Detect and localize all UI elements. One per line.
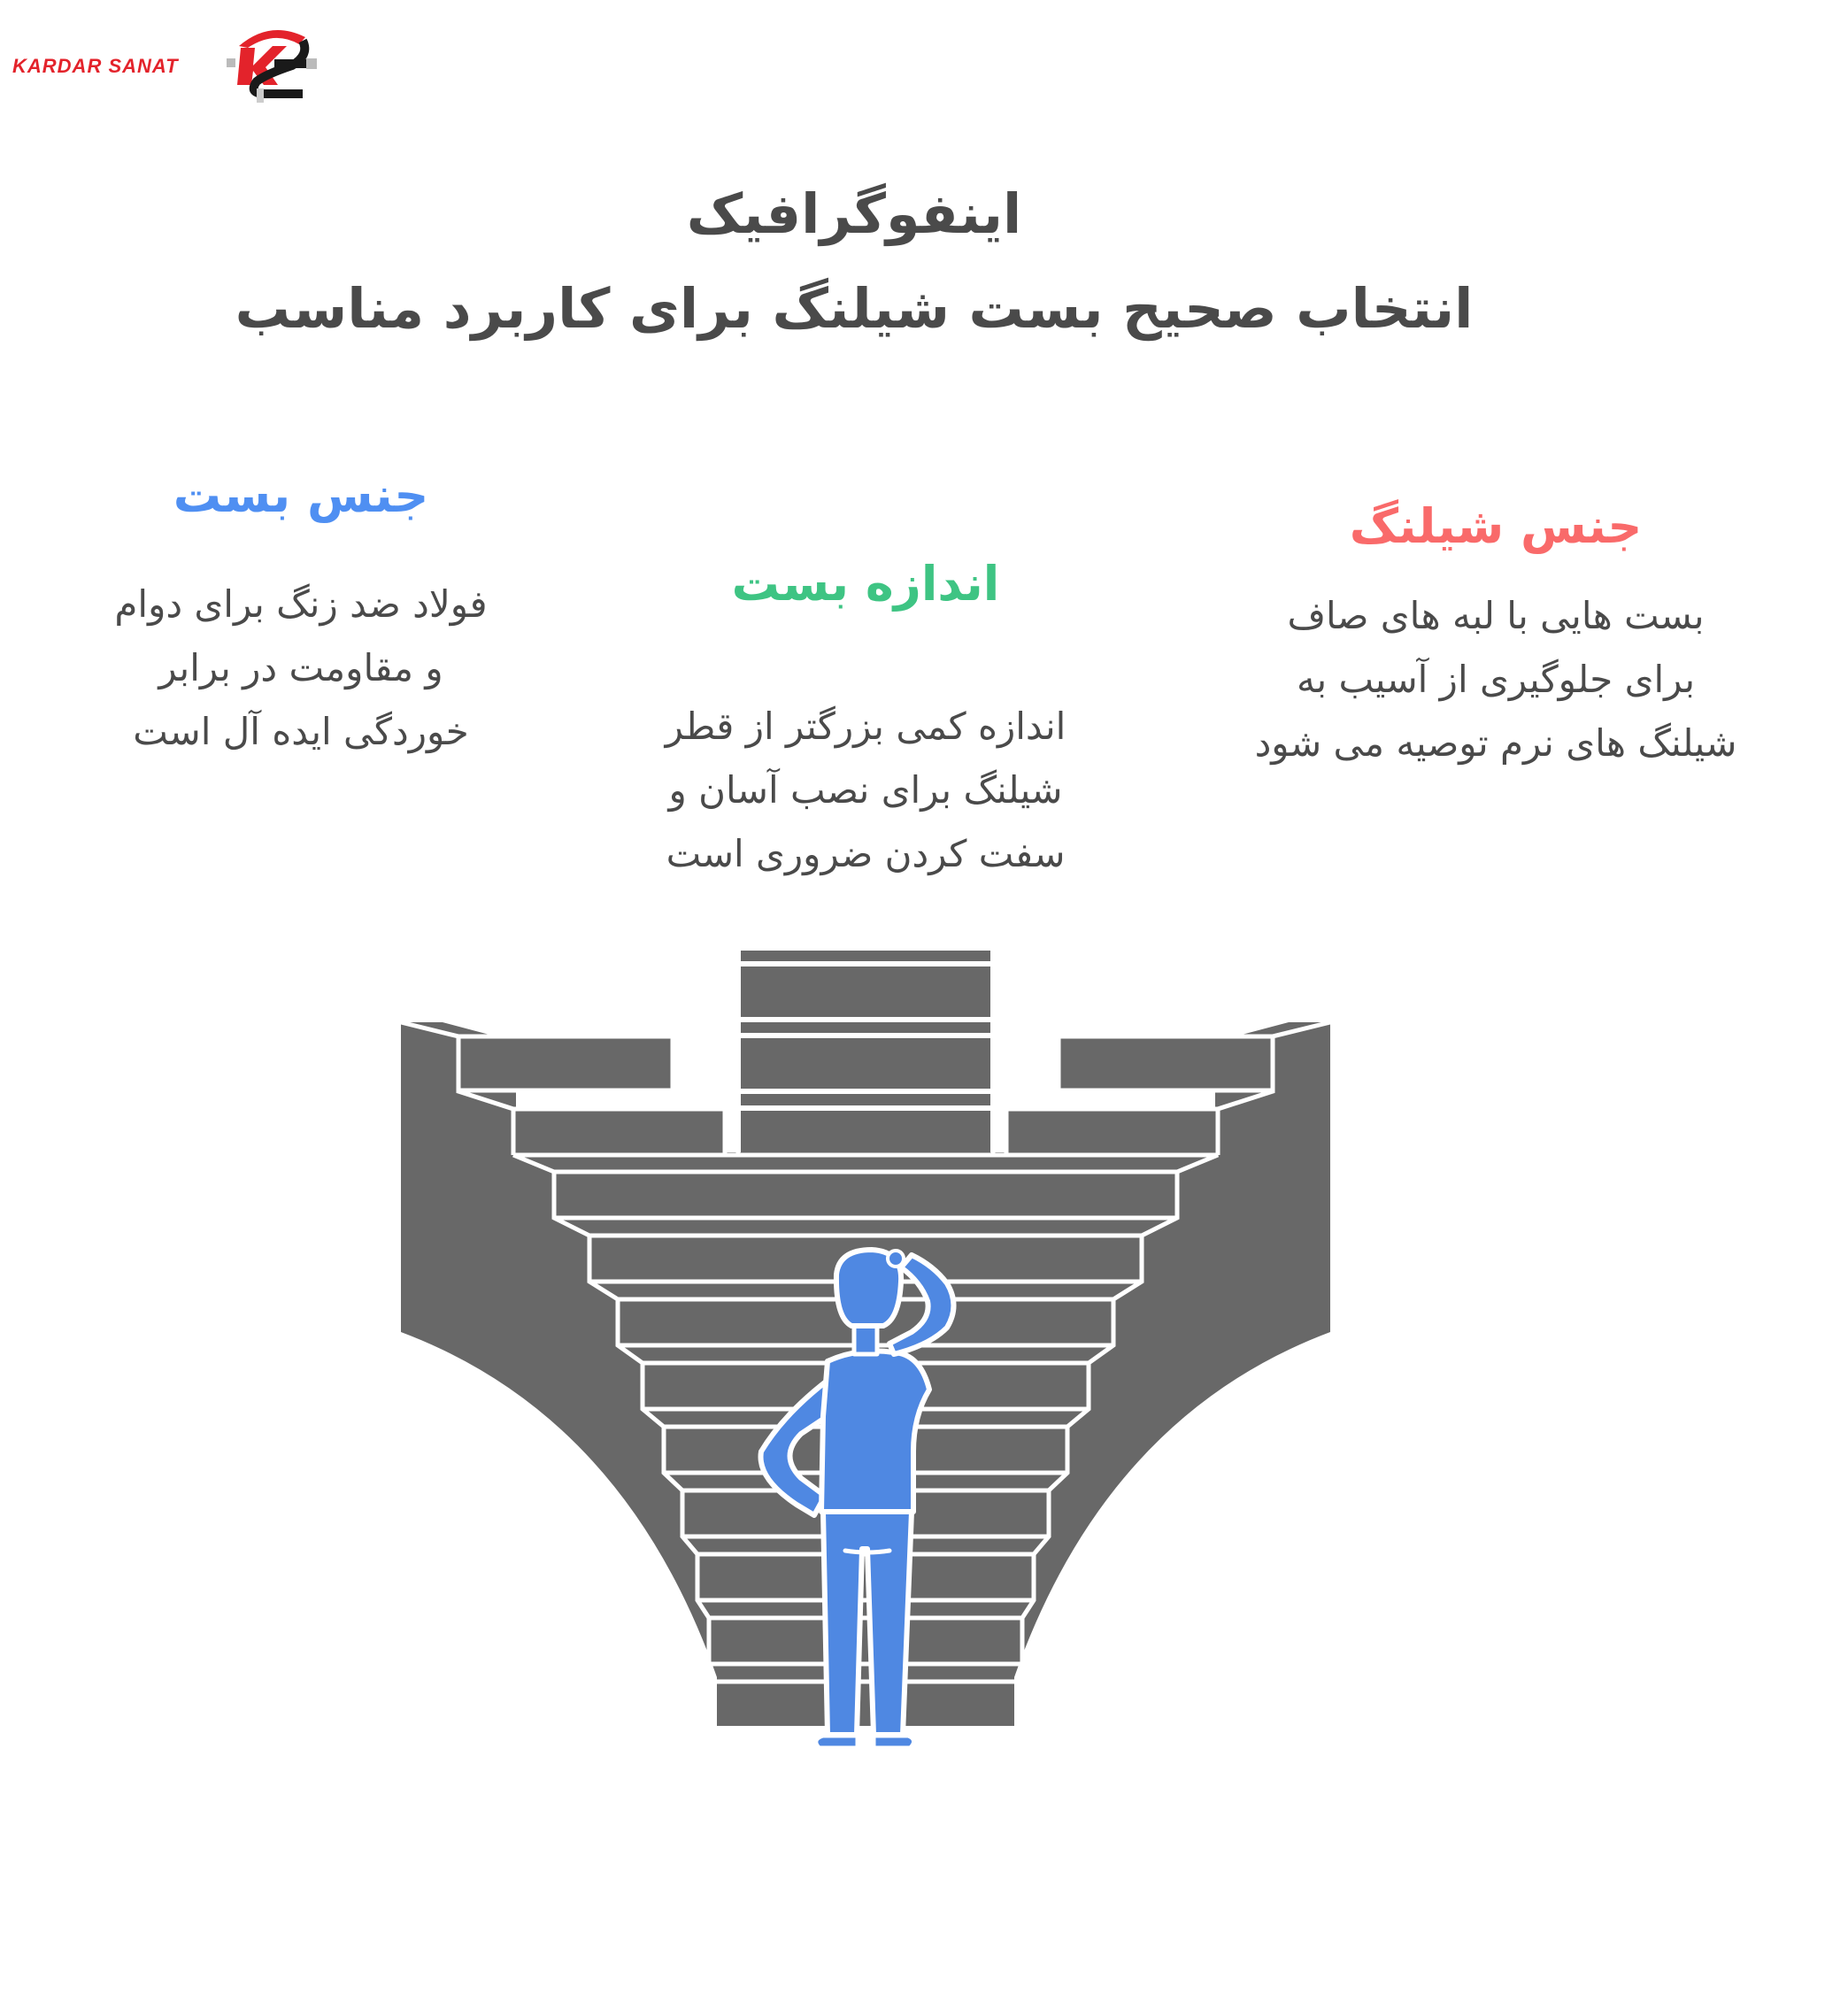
page-title-line2: انتخاب صحیح بست شیلنگ برای کاربرد مناسب <box>235 276 1474 341</box>
body-line: سفت کردن ضروری است <box>666 832 1066 875</box>
column-body: اندازه کمی بزرگتر از قطر شیلنگ برای نصب … <box>620 695 1112 886</box>
ks-logo-icon <box>227 30 317 103</box>
brand-name: KARDAR SANAT <box>12 55 179 77</box>
column-heading: جنس بست <box>173 467 429 523</box>
column-body: فولاد ضد زنگ برای دوام و مقاومت در برابر… <box>53 573 549 764</box>
person-legs <box>820 1509 914 1737</box>
column-clamp-size: اندازه بست اندازه کمی بزرگتر از قطر شیلن… <box>620 553 1112 886</box>
body-line: شیلنگ های نرم توصیه می شود <box>1254 721 1737 765</box>
page-title-line1: اینفوگرافیک <box>686 181 1022 246</box>
body-line: اندازه کمی بزرگتر از قطر <box>665 705 1066 748</box>
column-body: بست هایی با لبه های صاف برای جلوگیری از … <box>1208 584 1783 775</box>
body-line: و مقاومت در برابر <box>158 646 443 689</box>
column-hose-material: جنس شیلنگ بست هایی با لبه های صاف برای ج… <box>1208 496 1783 775</box>
column-heading: اندازه بست <box>731 556 1000 612</box>
person-figure <box>758 1247 957 1749</box>
brand-logo: KARDAR SANAT <box>9 16 319 104</box>
column-clamp-material: جنس بست فولاد ضد زنگ برای دوام و مقاومت … <box>53 465 549 764</box>
body-line: فولاد ضد زنگ برای دوام <box>114 582 488 626</box>
column-heading: جنس شیلنگ <box>1349 498 1643 554</box>
body-line: شیلنگ برای نصب آسان و <box>668 768 1063 812</box>
person-torso <box>819 1348 932 1514</box>
body-line: خوردگی ایده آل است <box>133 710 469 753</box>
person-head <box>833 1247 905 1328</box>
body-line: بست هایی با لبه های صاف <box>1287 594 1705 637</box>
body-line: برای جلوگیری از آسیب به <box>1296 658 1696 701</box>
person-shoe-right <box>873 1735 914 1749</box>
person-shoe-left <box>815 1735 859 1749</box>
person-hand <box>886 1249 905 1268</box>
person-arm-right <box>887 1252 957 1357</box>
